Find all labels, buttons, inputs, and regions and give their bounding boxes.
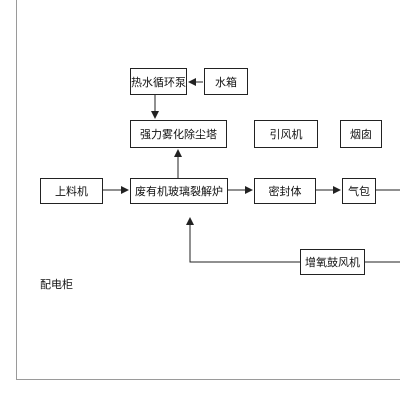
oxygen-blower-box: 增氧鼓风机 [300, 249, 365, 275]
arrow-blower-to-furnace [186, 217, 300, 263]
induced-fan-label: 引风机 [269, 128, 303, 141]
chimney-label: 烟囱 [350, 128, 372, 141]
chimney-box: 烟囱 [340, 120, 382, 148]
furnace-label: 废有机玻璃裂解炉 [135, 185, 223, 198]
induced-fan-box: 引风机 [254, 120, 318, 148]
hot-water-pump-label: 热水循环泵 [131, 75, 186, 89]
steam-drum-label: 气包 [348, 185, 370, 198]
feeder-box: 上料机 [40, 178, 103, 204]
water-tank-box: 水箱 [204, 68, 248, 95]
steam-drum-box: 气包 [342, 178, 376, 204]
sealed-body-label: 密封体 [268, 185, 302, 198]
furnace-box: 废有机玻璃裂解炉 [130, 178, 228, 204]
oxygen-blower-label: 增氧鼓风机 [305, 256, 360, 269]
sealed-body-box: 密封体 [254, 178, 316, 204]
spray-tower-box: 强力雾化除尘塔 [130, 120, 227, 148]
bottom-frame-edge [16, 379, 400, 380]
water-tank-label: 水箱 [215, 75, 237, 89]
hot-water-pump-box: 热水循环泵 [130, 68, 187, 95]
feeder-label: 上料机 [55, 185, 88, 198]
spray-tower-label: 强力雾化除尘塔 [140, 128, 217, 141]
left-frame-edge [16, 0, 17, 380]
power-cabinet-label: 配电柜 [40, 278, 73, 291]
